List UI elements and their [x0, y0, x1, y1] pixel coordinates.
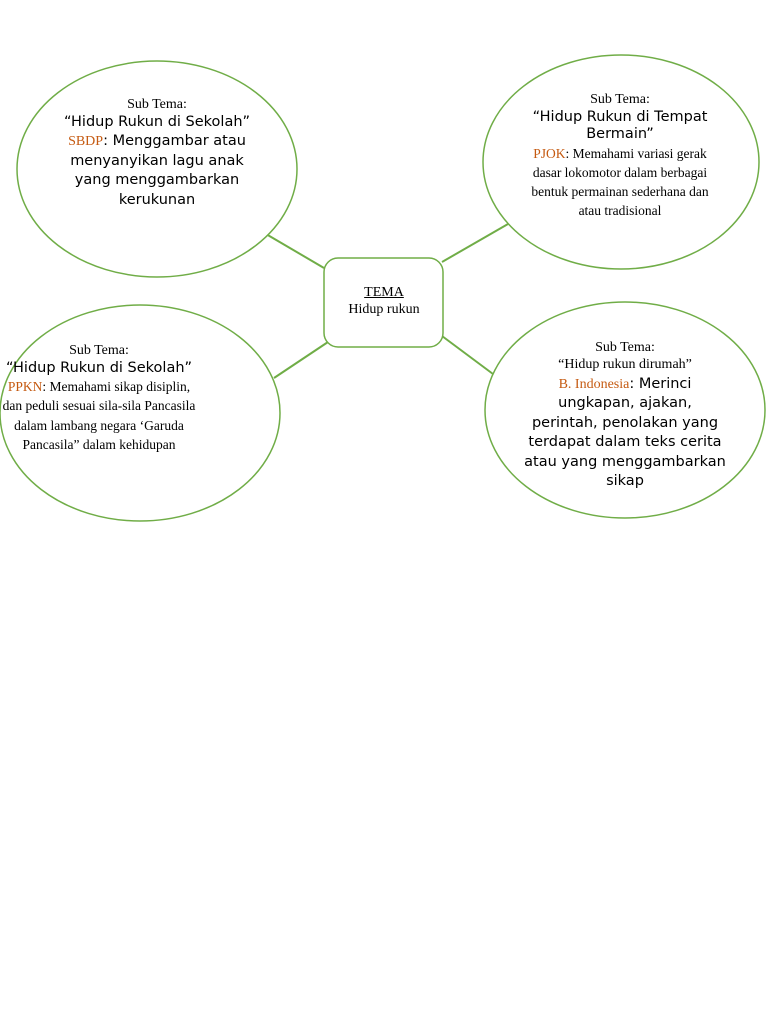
node-bottom-left-text: Sub Tema: “Hidup Rukun di Sekolah” PPKN:…	[0, 343, 198, 454]
node-description: : Merinci ungkapan, ajakan, perintah, pe…	[524, 375, 726, 489]
node-subtheme: “Hidup Rukun di Sekolah”	[63, 113, 251, 130]
node-heading: Sub Tema:	[595, 340, 655, 355]
connector-top-right	[441, 223, 509, 263]
node-heading: Sub Tema:	[127, 97, 187, 112]
node-bottom-right-text: Sub Tema: “Hidup rukun dirumah” B. Indon…	[523, 340, 727, 490]
node-description: : Menggambar atau menyanyikan lagu anak …	[70, 133, 246, 208]
connector-bottom-right	[441, 335, 494, 375]
connector-top-left	[265, 233, 325, 269]
center-subtitle: Hidup rukun	[348, 301, 420, 317]
subject-label: SBDP	[68, 134, 104, 150]
center-title: TEMA	[364, 285, 404, 300]
subject-label: B. Indonesia	[558, 376, 630, 392]
ellipse-top-left	[16, 60, 298, 278]
ellipse-bottom-right	[484, 301, 766, 519]
node-subtheme: “Hidup rukun dirumah”	[558, 356, 692, 372]
node-top-right-text: Sub Tema: “Hidup Rukun di Tempat Bermain…	[522, 92, 718, 220]
connector-bottom-left	[273, 341, 329, 379]
subject-label: PPKN	[7, 379, 43, 395]
ellipse-top-right	[482, 54, 760, 270]
node-heading: Sub Tema:	[69, 343, 129, 358]
center-box	[323, 257, 444, 348]
node-heading: Sub Tema:	[590, 92, 650, 107]
center-text: TEMA Hidup rukun	[330, 285, 438, 319]
ellipse-bottom-left	[0, 304, 281, 522]
node-subtheme: “Hidup Rukun di Sekolah”	[5, 359, 193, 376]
node-description: : Memahami variasi gerak dasar lokomotor…	[531, 145, 709, 219]
node-description: : Memahami sikap disiplin, dan peduli se…	[2, 379, 196, 452]
node-top-left-text: Sub Tema: “Hidup Rukun di Sekolah” SBDP:…	[60, 97, 254, 209]
node-subtheme: “Hidup Rukun di Tempat Bermain”	[532, 108, 708, 143]
subject-label: PJOK	[533, 145, 566, 161]
